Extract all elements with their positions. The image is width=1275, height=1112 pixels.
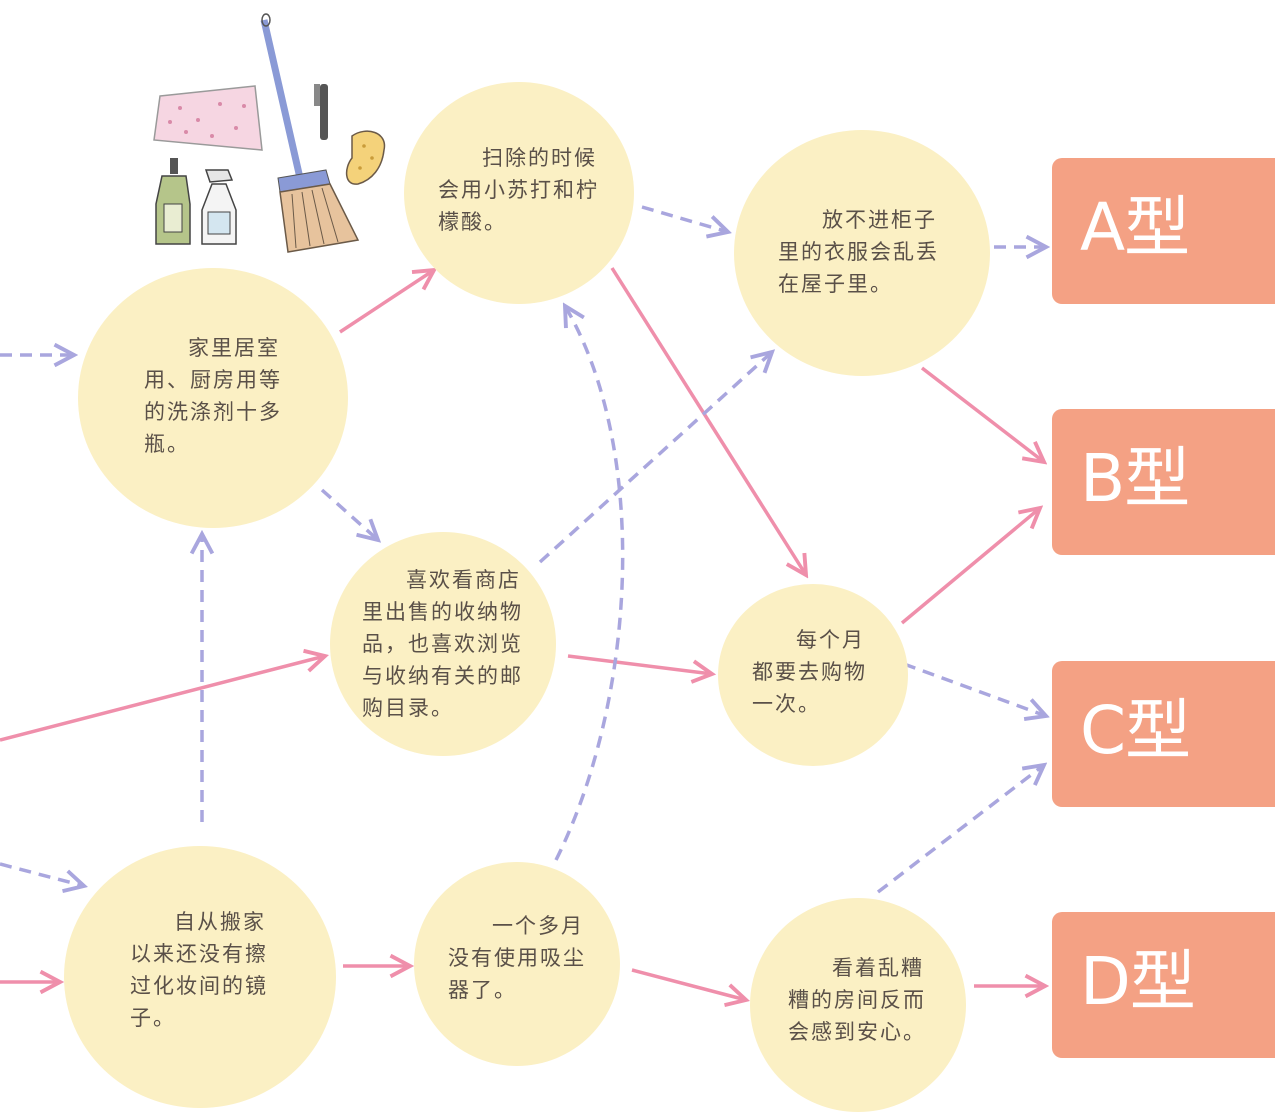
node-vacuum-unused: 一个多月 没有使用吸尘 器了。 [414,862,620,1066]
mop-icon [260,13,360,253]
node-monthly-shopping: 每个月 都要去购物 一次。 [718,584,908,766]
arrow-yes [900,508,1040,625]
node-household-detergents: 家里居室 用、厨房用等 的洗涤剂十多 瓶。 [78,268,348,528]
arrow-yes [610,267,806,575]
detergent-bottle-icon [155,158,191,245]
arrow-yes [567,654,712,674]
node-household-detergents-text: 家里居室 用、厨房用等 的洗涤剂十多 瓶。 [144,336,282,456]
spray-bottle-icon [201,169,237,245]
arrow-yes [631,968,746,1000]
brush-icon [314,84,328,140]
result-a-label: A型 [1080,189,1190,266]
cleaning-cloth-icon [153,85,263,151]
node-vacuum-unused-text: 一个多月 没有使用吸尘 器了。 [448,914,586,1002]
node-storage-goods: 喜欢看商店 里出售的收纳物 品，也喜欢浏览 与收纳有关的邮 购目录。 [330,532,556,756]
node-clothes-scattered: 放不进柜子 里的衣服会乱丢 在屋子里。 [734,130,990,376]
node-messy-room-relief-text: 看着乱糟 糟的房间反而 会感到安心。 [788,956,926,1044]
node-mirror-not-wiped: 自从搬家 以来还没有擦 过化妆间的镜 子。 [64,846,336,1108]
result-b-type: B型 [1052,409,1275,555]
node-storage-goods-text: 喜欢看商店 里出售的收纳物 品，也喜欢浏览 与收纳有关的邮 购目录。 [362,568,523,720]
node-baking-soda-citric: 扫除的时候 会用小苏打和柠 檬酸。 [404,82,634,304]
cleaning-tools-illustration [153,13,386,253]
arrow-yes [920,366,1044,462]
arrow-no [0,862,84,886]
result-d-type: D型 [1052,912,1275,1058]
result-c-type: C型 [1052,661,1275,807]
result-c-label: C型 [1080,692,1191,769]
arrow-no [320,488,378,540]
arrow-yes [0,656,325,742]
arrow-no [876,765,1044,894]
arrow-no [554,306,625,861]
node-clothes-scattered-text: 放不进柜子 里的衣服会乱丢 在屋子里。 [778,208,939,296]
arrow-no [903,662,1046,716]
arrow-yes [339,270,434,334]
node-baking-soda-citric-text: 扫除的时候 会用小苏打和柠 檬酸。 [438,146,599,234]
sponge-icon [345,130,386,185]
result-b-label: B型 [1080,440,1190,517]
result-d-label: D型 [1080,943,1196,1020]
arrow-no [538,352,772,564]
arrow-no [641,205,728,232]
node-messy-room-relief: 看着乱糟 糟的房间反而 会感到安心。 [750,898,966,1112]
node-monthly-shopping-text: 每个月 都要去购物 一次。 [752,628,867,716]
node-mirror-not-wiped-text: 自从搬家 以来还没有擦 过化妆间的镜 子。 [130,910,268,1030]
result-a-type: A型 [1052,158,1275,304]
